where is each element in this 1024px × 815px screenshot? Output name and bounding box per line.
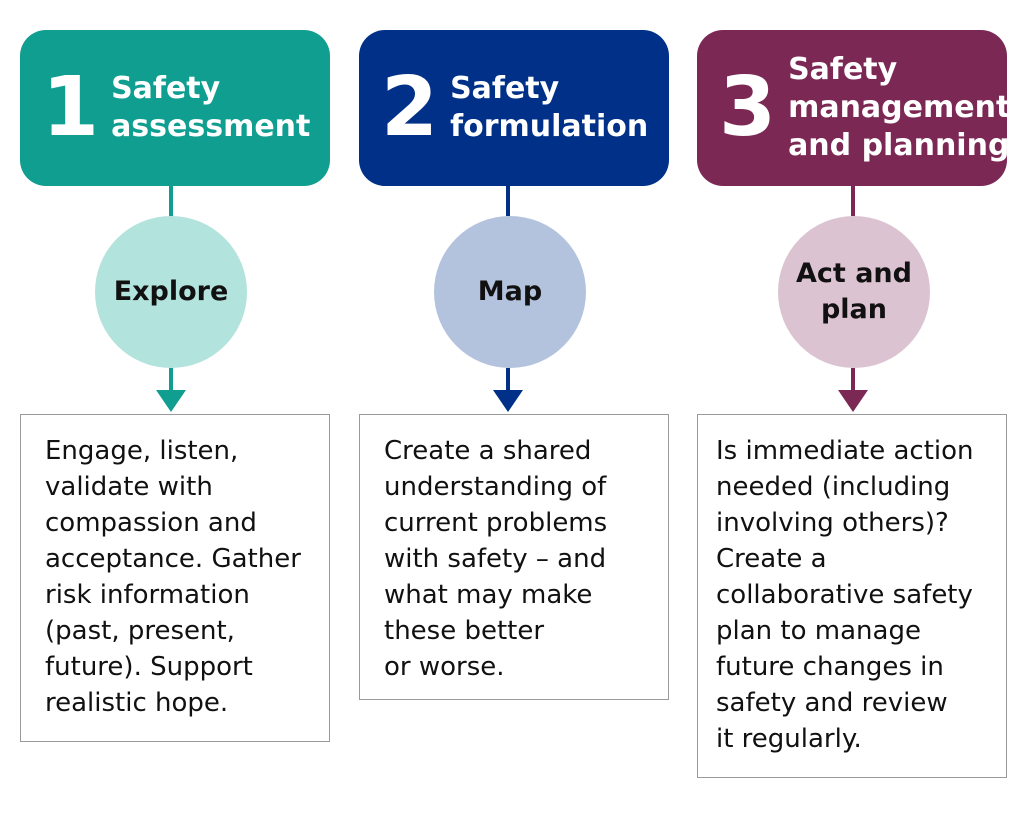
step-1-title: Safety assessment [111, 71, 311, 144]
step-3-arrow-icon [838, 390, 868, 412]
step-1-stage-label: Explore [113, 276, 229, 307]
step-3-stage-circle: Act and plan [778, 216, 930, 368]
step-1-number: 1 [42, 60, 100, 155]
step-3-number: 3 [719, 60, 777, 155]
step-2-header: 2 Safety formulation [359, 30, 669, 186]
step-3-connector-bottom [851, 368, 855, 390]
step-3-connector-top [851, 186, 855, 216]
step-3-stage-label: Act and plan [796, 258, 912, 325]
step-1-header: 1 Safety assessment [20, 30, 330, 186]
step-2-arrow-icon [493, 390, 523, 412]
step-3-column: 3 Safety management and planning Act and… [697, 0, 1011, 815]
step-2-stage-label: Map [477, 276, 543, 307]
step-2-stage-circle: Map [434, 216, 586, 368]
step-1-connector-top [169, 186, 173, 216]
step-2-connector-top [506, 186, 510, 216]
step-2-description-box: Create a shared understanding of current… [359, 414, 669, 700]
step-1-column: 1 Safety assessment Explore Engage, list… [20, 0, 330, 815]
step-2-number: 2 [381, 60, 439, 155]
step-2-column: 2 Safety formulation Map Create a shared… [359, 0, 669, 815]
step-1-stage-circle: Explore [95, 216, 247, 368]
step-2-connector-bottom [506, 368, 510, 390]
step-2-title: Safety formulation [450, 71, 649, 144]
step-3-title: Safety management and planning [788, 52, 1011, 163]
step-1-arrow-icon [156, 390, 186, 412]
step-3-header: 3 Safety management and planning [697, 30, 1011, 186]
step-3-description-box: Is immediate action needed (including in… [697, 414, 1007, 778]
step-1-description-box: Engage, listen, validate with compassion… [20, 414, 330, 742]
step-1-connector-bottom [169, 368, 173, 390]
